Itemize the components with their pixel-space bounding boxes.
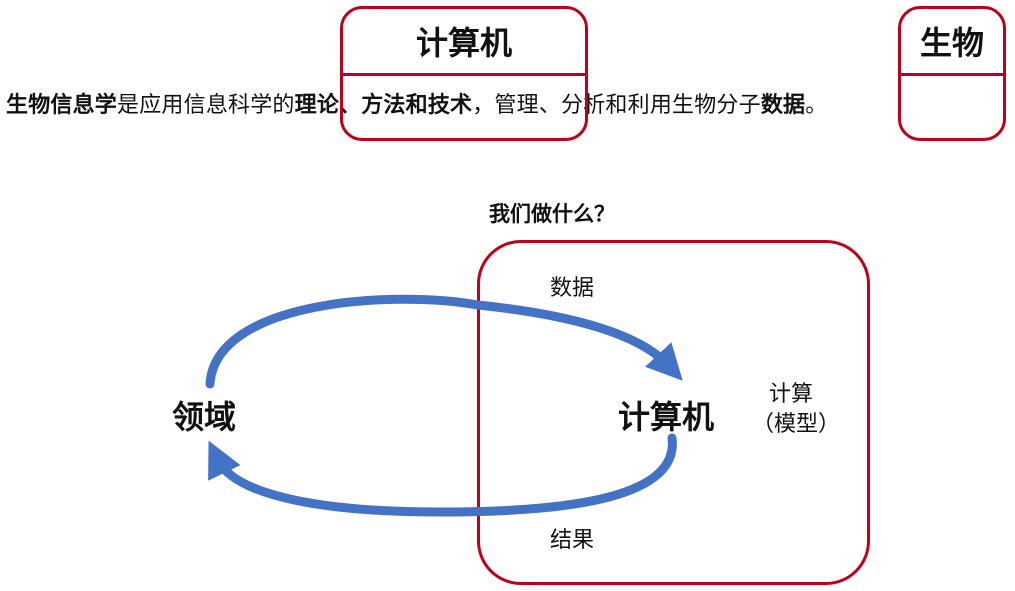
definition-text-1: 是应用信息科学的: [117, 93, 295, 118]
side-note-line-1: 计算: [768, 382, 813, 407]
edge-label-data: 数据: [550, 276, 595, 301]
definition-text-2: ，管理、分析和利用生物分子: [472, 93, 761, 118]
definition-end: 。: [805, 93, 828, 118]
edge-label-result: 结果: [550, 528, 595, 553]
node-computer: 计算机: [618, 398, 715, 436]
arrow-domain-to-computer: [205, 294, 683, 389]
callout-computer-title: 计算机: [415, 24, 512, 62]
callout-computer-divider: [343, 73, 585, 76]
definition-sentence: 生物信息学是应用信息科学的理论、方法和技术，管理、分析和利用生物分子数据。: [6, 88, 827, 124]
computation-frame: [477, 240, 870, 585]
computation-model-note: 计算 （模型）: [752, 380, 841, 440]
callout-computer: 计算机: [340, 6, 588, 141]
callout-biology-title: 生物: [919, 24, 984, 62]
term-bioinformatics: 生物信息学: [6, 93, 118, 118]
callout-biology-divider: [901, 73, 1003, 76]
node-domain: 领域: [172, 398, 237, 436]
callout-biology: 生物: [898, 6, 1006, 141]
diagram-question: 我们做什么？: [489, 202, 615, 226]
methods-phrase: 理论、方法和技术: [294, 93, 473, 118]
side-note-line-2: （模型）: [752, 412, 841, 437]
data-word: 数据: [760, 93, 806, 118]
arrow-computer-to-domain: [208, 433, 677, 517]
